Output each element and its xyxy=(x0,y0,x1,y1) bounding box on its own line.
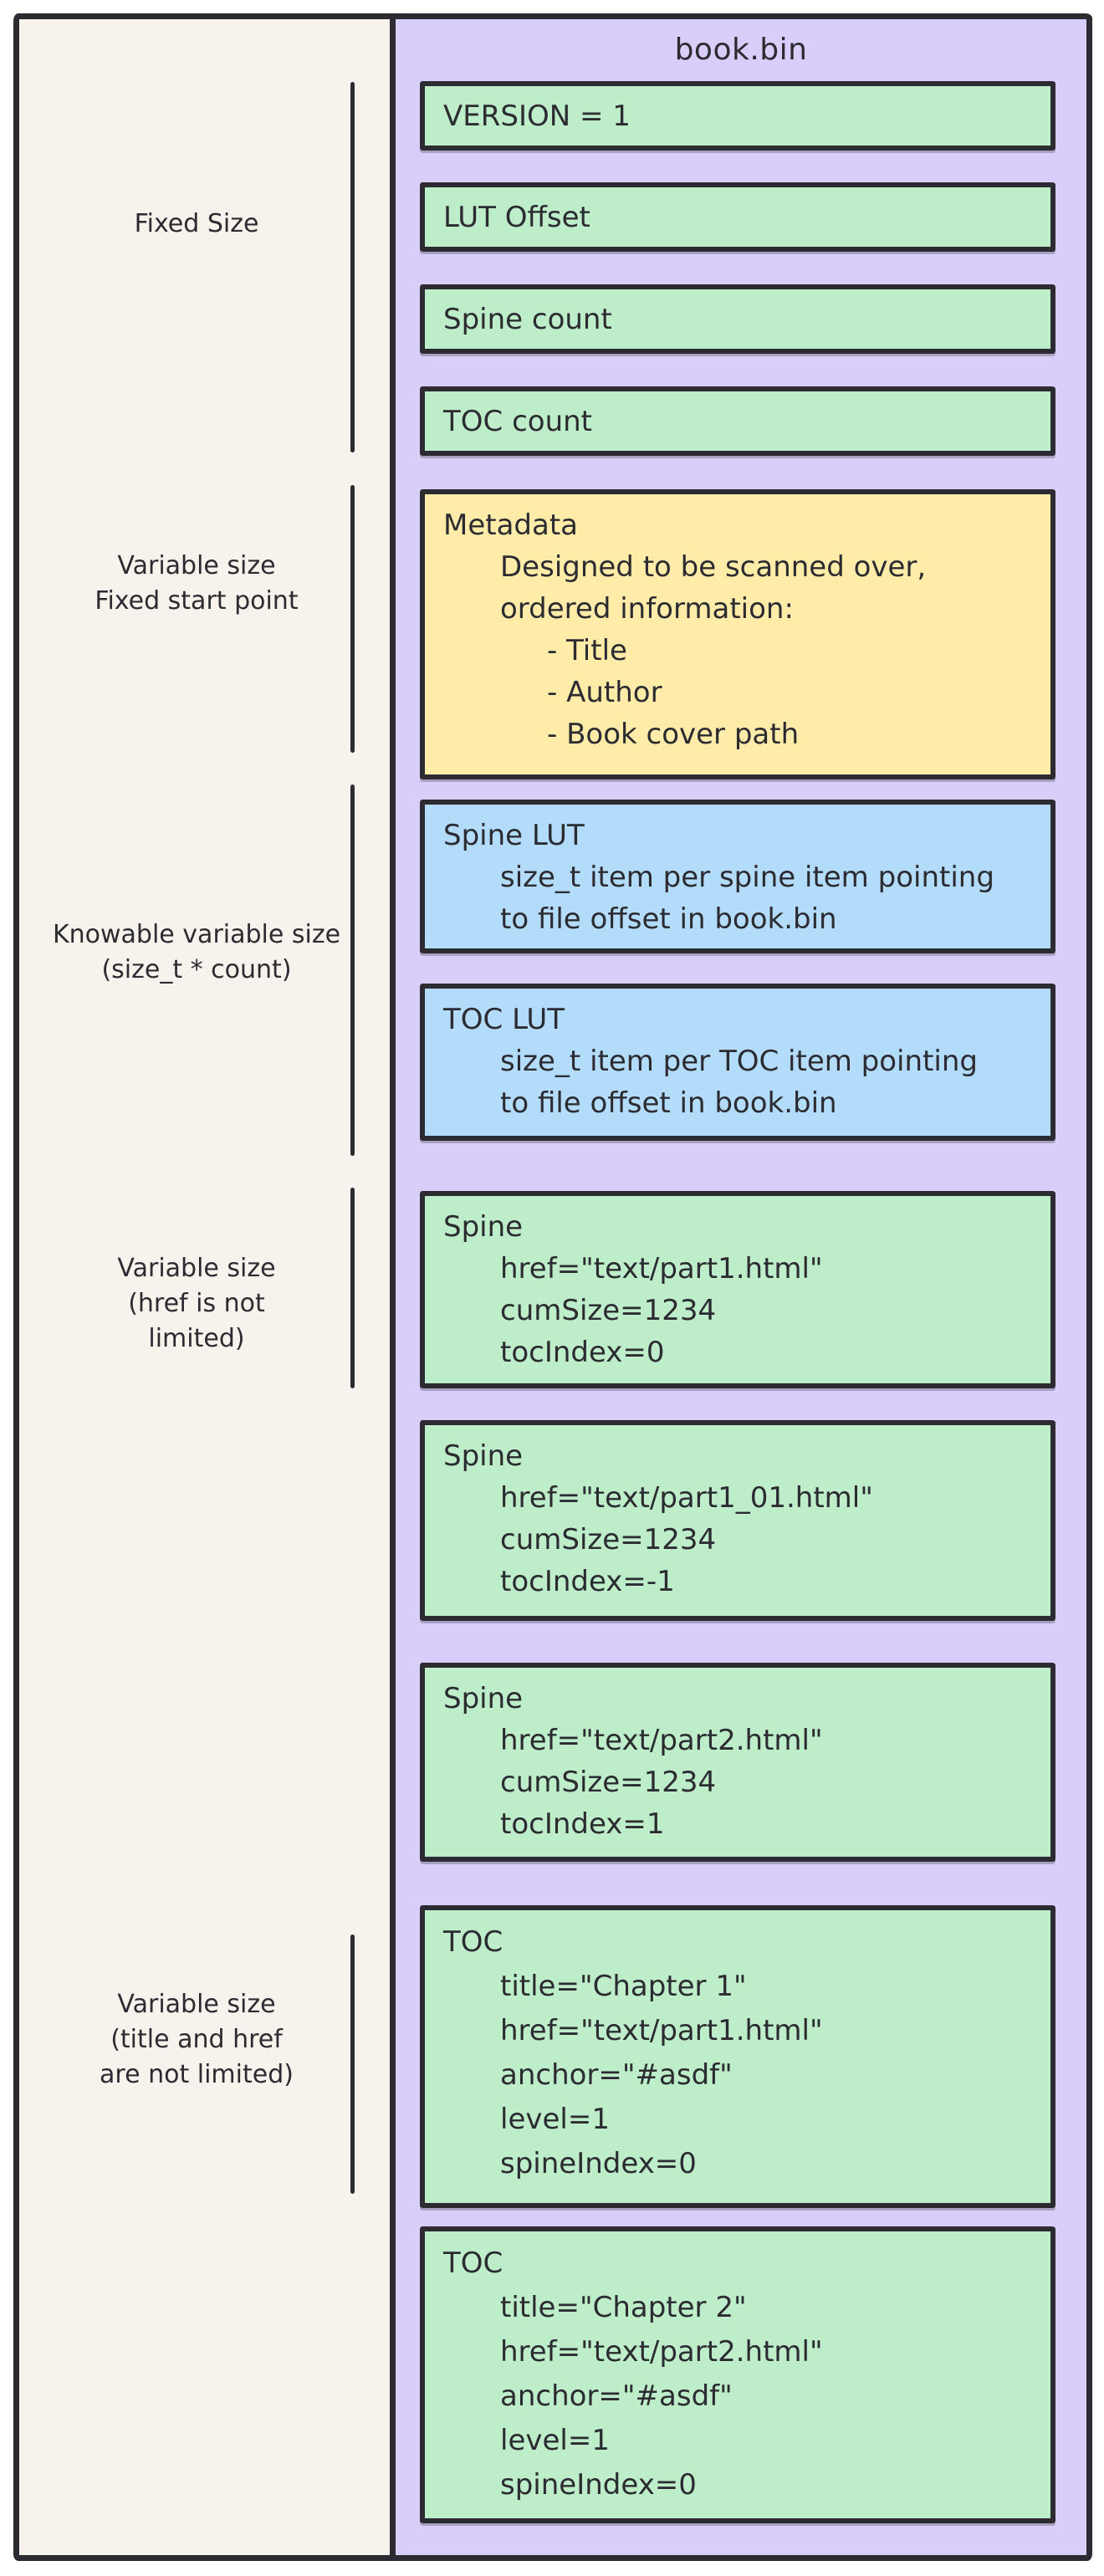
section-label-variable-size-fixed-start: Variable size Fixed start point xyxy=(33,549,360,619)
label-line: Fixed Size xyxy=(134,209,259,238)
record-line: href="text/part2.html" xyxy=(500,2335,823,2369)
record-line: spineIndex=0 xyxy=(500,2468,697,2502)
label-line: (title and href xyxy=(110,2025,283,2054)
label-line: Variable size xyxy=(117,1254,276,1283)
record-title: LUT Offset xyxy=(443,200,590,234)
record-line: to file offset in book.bin xyxy=(500,902,837,936)
record-box-spine-count: Spine count xyxy=(420,284,1055,354)
record-line: href="text/part1_01.html" xyxy=(500,1481,873,1515)
record-line: cumSize=1234 xyxy=(500,1523,717,1556)
record-title: TOC LUT xyxy=(443,1003,565,1036)
label-line: Fixed start point xyxy=(95,586,299,616)
section-label-variable-size-title-href: Variable size (title and href are not li… xyxy=(33,1987,360,2093)
record-title: TOC xyxy=(443,2246,503,2280)
record-box-toc-lut: TOC LUT size_t item per TOC item pointin… xyxy=(420,984,1055,1141)
label-line: are not limited) xyxy=(100,2060,294,2089)
record-line: tocIndex=1 xyxy=(500,1807,665,1841)
record-box-lut-offset: LUT Offset xyxy=(420,182,1055,252)
bracket-fixed-size xyxy=(350,82,355,452)
record-box-version: VERSION = 1 xyxy=(420,81,1055,151)
record-line: size_t item per spine item pointing xyxy=(500,861,994,894)
record-line: level=1 xyxy=(500,2424,610,2457)
record-box-spine-2: Spine href="text/part1_01.html" cumSize=… xyxy=(420,1420,1055,1621)
record-line: spineIndex=0 xyxy=(500,2147,697,2180)
record-line: - Title xyxy=(547,634,627,667)
record-box-toc-1: TOC title="Chapter 1" href="text/part1.h… xyxy=(420,1905,1055,2208)
section-label-knowable-variable-size: Knowable variable size (size_t * count) xyxy=(33,917,360,988)
label-line: (size_t * count) xyxy=(101,955,292,984)
record-title: Spine xyxy=(443,1682,524,1715)
record-title: Spine xyxy=(443,1210,524,1244)
record-line: level=1 xyxy=(500,2103,610,2136)
bracket-knowable-variable-size xyxy=(350,785,355,1156)
record-line: href="text/part1.html" xyxy=(500,1252,823,1285)
record-line: size_t item per TOC item pointing xyxy=(500,1045,978,1078)
record-line: to file offset in book.bin xyxy=(500,1086,837,1120)
record-box-spine-3: Spine href="text/part2.html" cumSize=123… xyxy=(420,1663,1055,1862)
record-line: cumSize=1234 xyxy=(500,1294,717,1327)
bracket-variable-size-fixed-start xyxy=(350,485,355,753)
record-title: TOC count xyxy=(443,404,593,438)
record-line: anchor="#asdf" xyxy=(500,2379,733,2413)
record-line: - Book cover path xyxy=(547,718,800,751)
label-line: Variable size xyxy=(117,551,276,580)
record-box-metadata: Metadata Designed to be scanned over, or… xyxy=(420,489,1055,779)
record-line: ordered information: xyxy=(500,592,794,626)
record-line: - Author xyxy=(547,676,662,709)
record-line: anchor="#asdf" xyxy=(500,2058,733,2092)
label-line: limited) xyxy=(148,1324,245,1353)
record-title: VERSION = 1 xyxy=(443,99,631,133)
record-line: cumSize=1234 xyxy=(500,1766,717,1799)
record-line: tocIndex=0 xyxy=(500,1336,665,1369)
label-line: (href is not xyxy=(128,1289,265,1318)
bracket-variable-size-title-href xyxy=(350,1935,355,2194)
record-title: Spine LUT xyxy=(443,819,585,852)
record-line: href="text/part2.html" xyxy=(500,1724,823,1757)
record-title: TOC xyxy=(443,1925,503,1959)
section-label-variable-size-href: Variable size (href is not limited) xyxy=(33,1251,360,1357)
record-box-toc-count: TOC count xyxy=(420,386,1055,456)
record-line: title="Chapter 1" xyxy=(500,1970,747,2003)
book-bin-container: book.bin VERSION = 1 LUT Offset Spine co… xyxy=(390,13,1092,2561)
record-line: title="Chapter 2" xyxy=(500,2291,747,2324)
label-line: Knowable variable size xyxy=(52,920,341,949)
record-title: Spine xyxy=(443,1439,524,1473)
section-label-fixed-size: Fixed Size xyxy=(33,207,360,242)
record-line: tocIndex=-1 xyxy=(500,1565,675,1598)
bracket-variable-size-href xyxy=(350,1188,355,1388)
record-box-spine-lut: Spine LUT size_t item per spine item poi… xyxy=(420,800,1055,953)
record-title: Metadata xyxy=(443,509,579,542)
label-line: Variable size xyxy=(117,1990,276,2019)
record-box-toc-2: TOC title="Chapter 2" href="text/part2.h… xyxy=(420,2226,1055,2523)
record-line: href="text/part1.html" xyxy=(500,2014,823,2047)
file-title: book.bin xyxy=(674,33,808,67)
record-title: Spine count xyxy=(443,302,612,336)
record-box-spine-1: Spine href="text/part1.html" cumSize=123… xyxy=(420,1191,1055,1388)
record-line: Designed to be scanned over, xyxy=(500,550,927,584)
